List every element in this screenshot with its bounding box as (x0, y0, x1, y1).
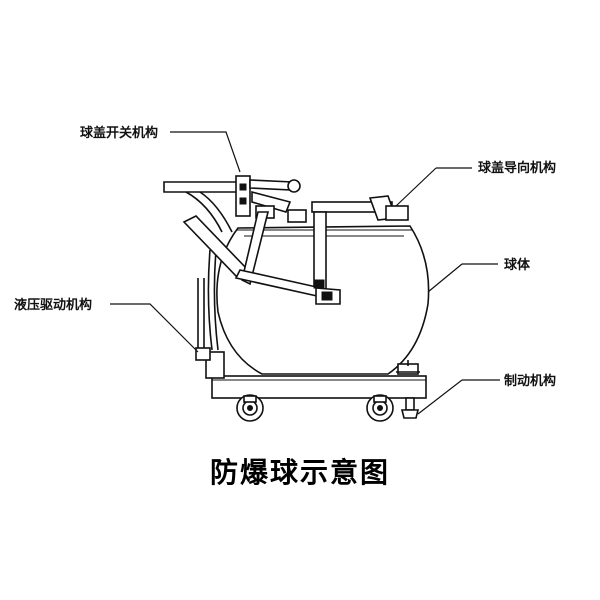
brake-mechanism (396, 360, 420, 419)
lid-guide-mechanism (234, 195, 409, 305)
cart-chassis (205, 351, 427, 399)
label-sphere-body: 球体 (504, 257, 531, 273)
label-brake: 制动机构 (504, 373, 556, 389)
leader-brake-diag (417, 379, 463, 415)
diagram-caption: 防爆球示意图 (210, 456, 390, 489)
hydraulic-drive (195, 249, 219, 361)
leader-lid-switch (170, 131, 241, 173)
label-lid-switch: 球盖开关机构 (80, 125, 158, 141)
wheel-right (366, 394, 394, 422)
top-arm (163, 181, 250, 280)
leader-hydraulic (110, 303, 199, 353)
wheel-left (236, 394, 264, 422)
leader-lines (110, 131, 500, 415)
leader-sphere-body-diag (427, 263, 463, 293)
label-hydraulic-drive: 液压驱动机构 (14, 297, 92, 313)
leader-lid-guide-diag (395, 167, 437, 207)
label-lid-guide: 球盖导向机构 (478, 160, 556, 176)
lid-switch-mechanism (235, 175, 307, 286)
